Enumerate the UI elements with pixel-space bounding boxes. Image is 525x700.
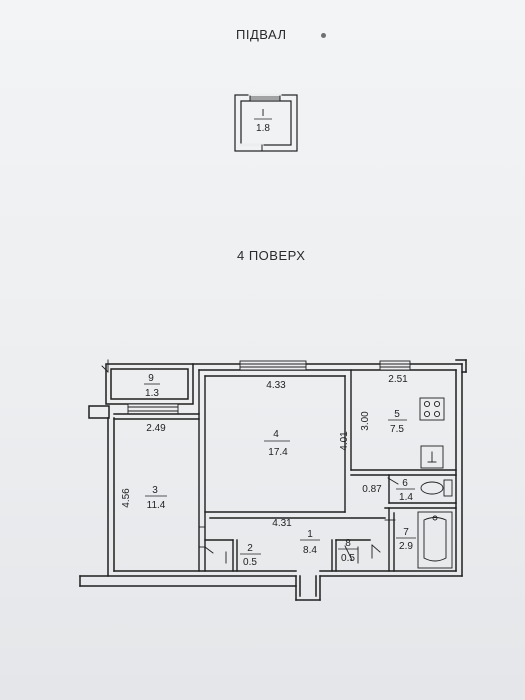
room-3-number: 3: [152, 485, 158, 496]
basement-room-area: 1.8: [256, 123, 270, 134]
dim-room5-depth: 3.00: [360, 411, 371, 431]
dim-room4-depth: 4.01: [339, 431, 350, 451]
room-7-area: 2.9: [399, 541, 413, 552]
room-8-label: 8 0.5: [338, 538, 358, 564]
room-4-label: 4 17.4: [264, 429, 290, 458]
dim-room3-width: 2.49: [146, 423, 166, 434]
room-6-number: 6: [402, 478, 408, 489]
room-8-area: 0.5: [341, 553, 355, 564]
room-6-label: 6 1.4: [396, 478, 415, 503]
dim-room4-width: 4.33: [266, 380, 286, 391]
toilet-icon: [420, 479, 453, 497]
basement-title: ПІДВАЛ: [236, 27, 287, 42]
room-2-label: 2 0.5: [240, 543, 261, 568]
dim-room3-depth: 4.56: [121, 488, 132, 508]
room-4-area: 17.4: [268, 447, 288, 458]
room-1-area: 8.4: [303, 545, 317, 556]
dim-corridor-width: 4.31: [272, 518, 292, 529]
room-7-number: 7: [403, 527, 409, 538]
room-2-number: 2: [247, 543, 253, 554]
room-8-number: 8: [345, 538, 351, 549]
room-1-label: 1 8.4: [300, 529, 320, 556]
room-3-label: 3 11.4: [145, 485, 167, 511]
basement-room-number: I: [262, 108, 265, 119]
room-1-number: 1: [307, 529, 313, 540]
floor-title: 4 ПОВЕРХ: [237, 248, 306, 263]
room-3-area: 11.4: [147, 500, 166, 511]
bathtub-icon: [417, 511, 453, 569]
room-5-label: 5 7.5: [388, 409, 407, 435]
outer-walls: [79, 359, 467, 601]
interior-walls: [113, 369, 457, 572]
corner-mark: [321, 33, 326, 38]
dim-room6-width: 0.87: [362, 484, 382, 495]
basement-room-label: I 1.8: [254, 108, 272, 134]
stove-icon: [419, 397, 445, 421]
room-5-number: 5: [394, 409, 400, 420]
room-9-area: 1.3: [145, 388, 159, 399]
room-4-number: 4: [273, 429, 279, 440]
dim-room5-width: 2.51: [388, 374, 408, 385]
room-7-label: 7 2.9: [396, 527, 416, 552]
door-marks: [198, 477, 399, 564]
sink-icon: [420, 445, 444, 469]
room-6-area: 1.4: [399, 492, 413, 503]
room-5-area: 7.5: [390, 424, 404, 435]
room-9-label: 9 1.3: [144, 373, 160, 399]
room-9-number: 9: [148, 373, 154, 384]
room-2-area: 0.5: [243, 557, 257, 568]
windows: [101, 359, 411, 415]
basement-room-walls: [234, 93, 298, 152]
